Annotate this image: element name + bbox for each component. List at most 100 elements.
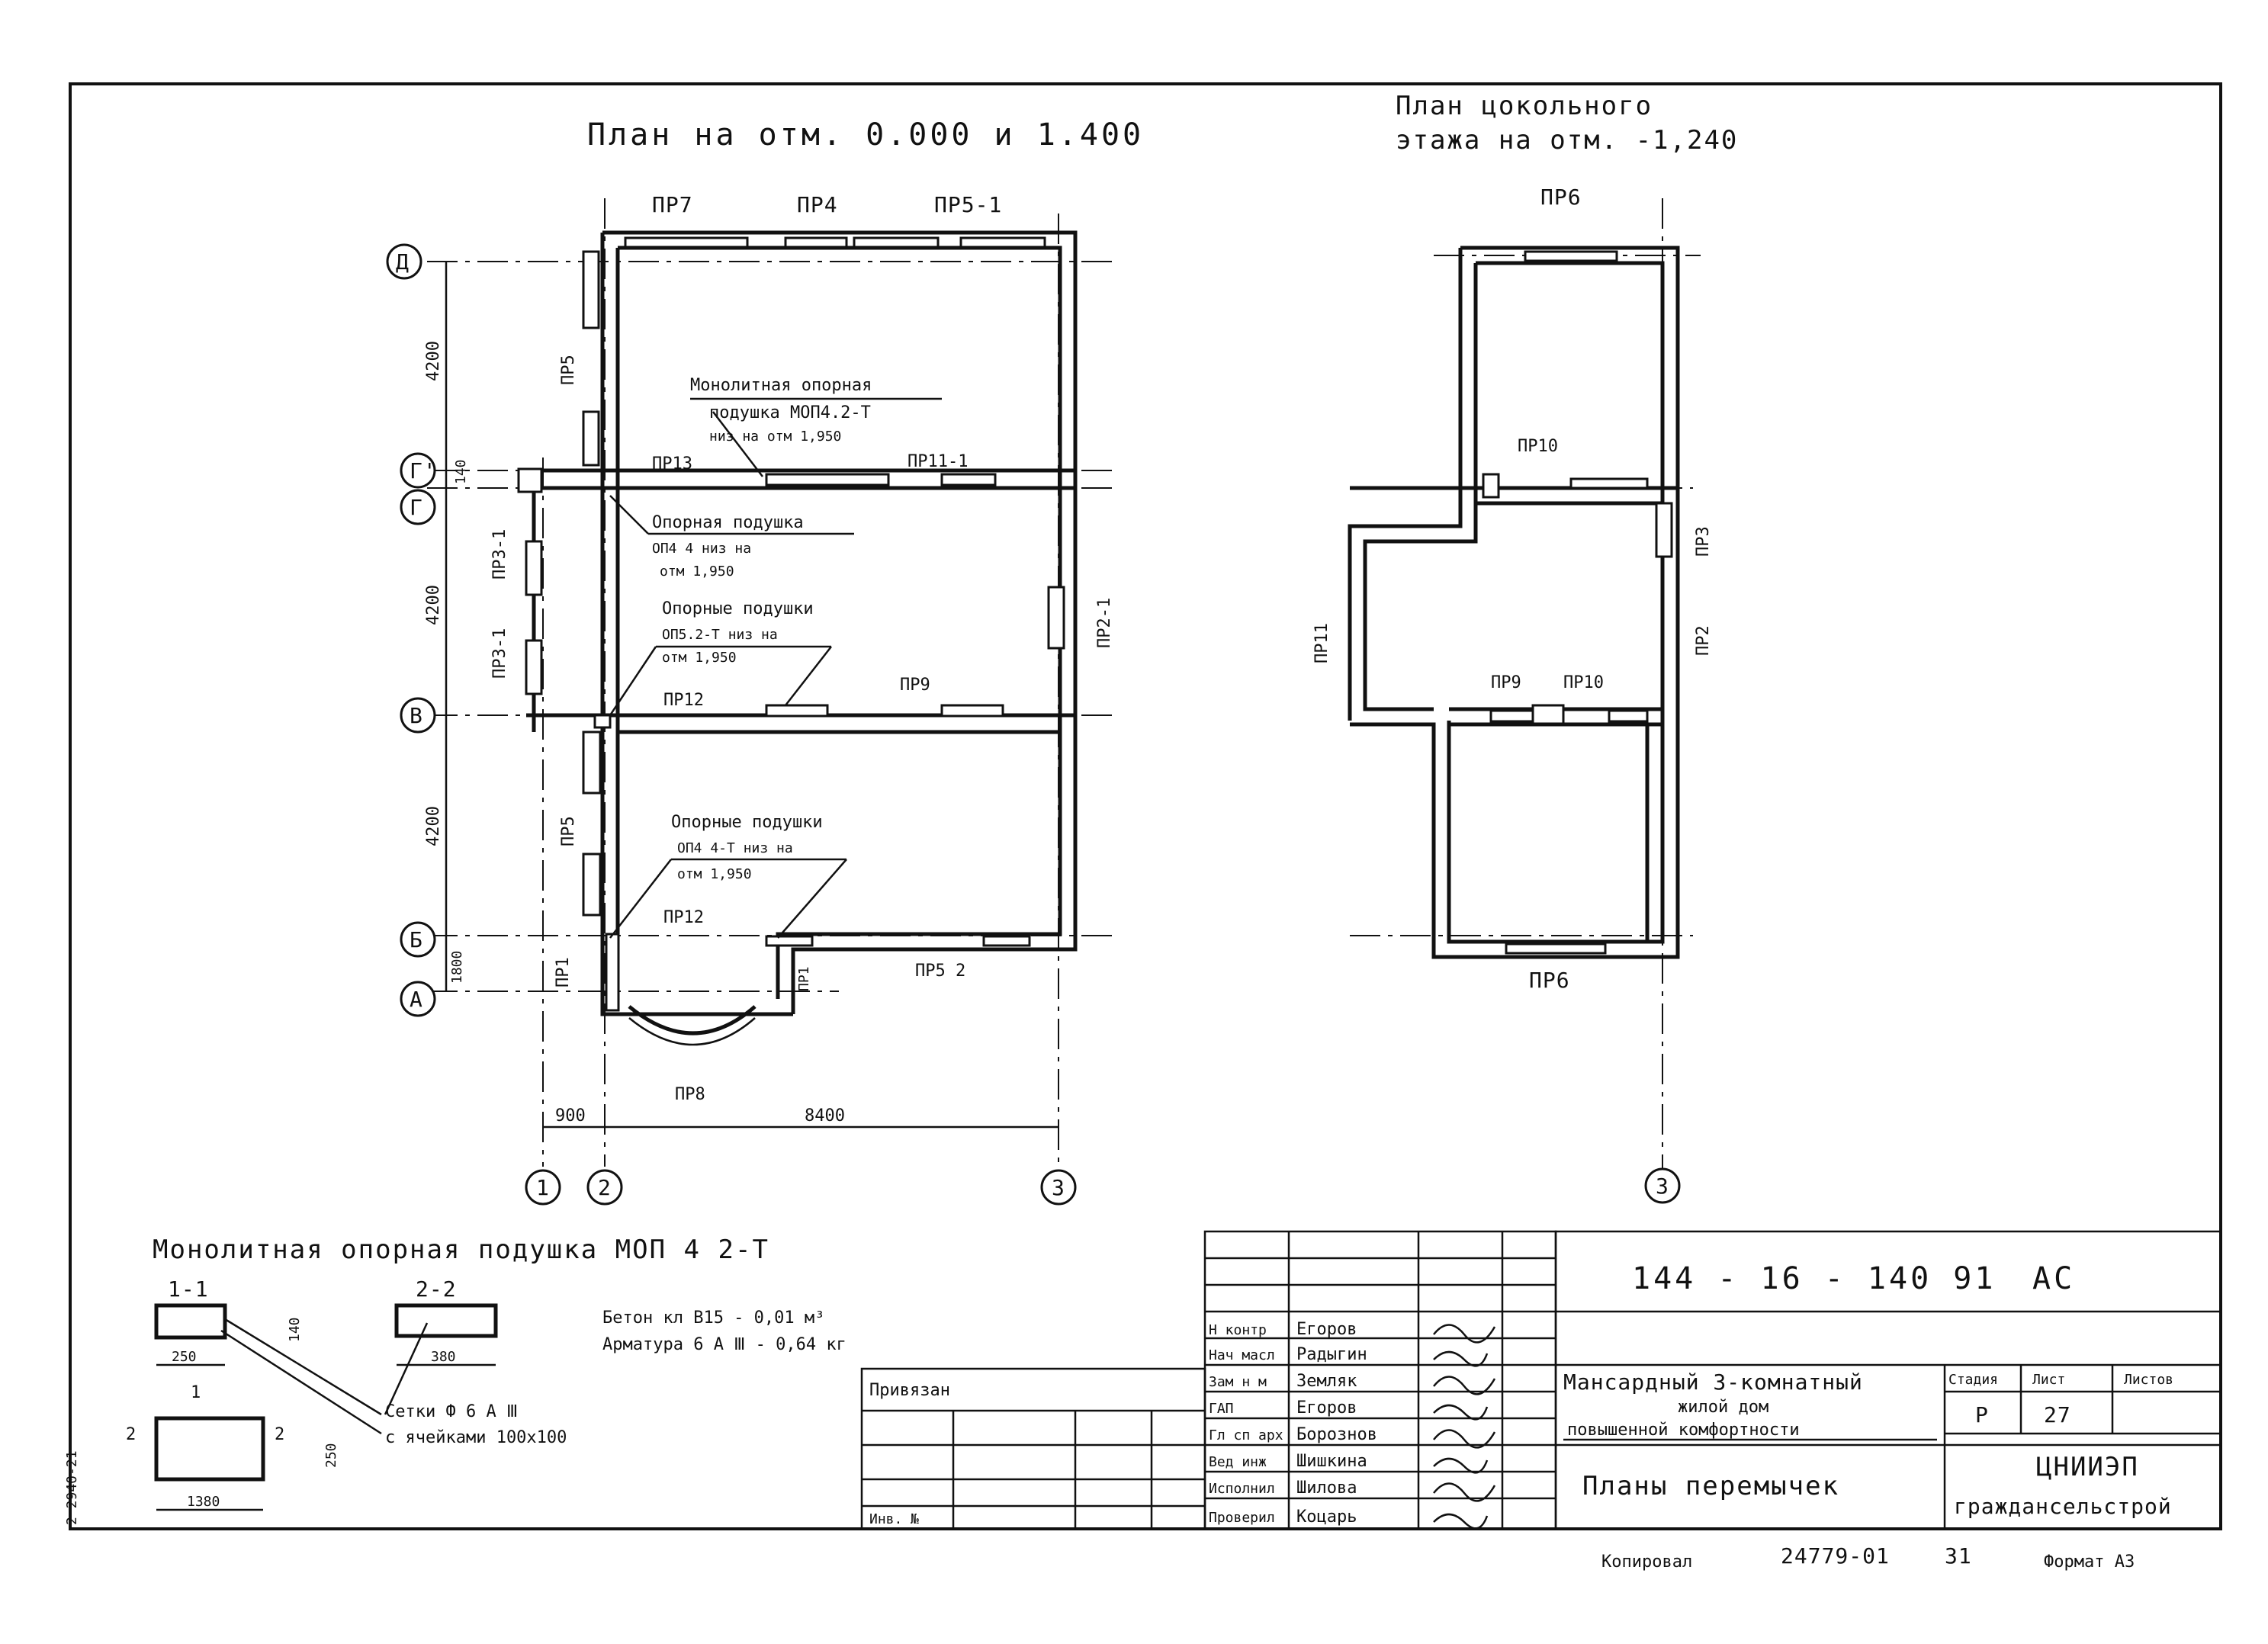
- axis-label-g: Г: [410, 495, 423, 520]
- label-pr1-b: ПР1: [796, 966, 812, 991]
- dim-4200-top: 4200: [424, 341, 443, 381]
- stamp-list-header: Лист: [2032, 1372, 2065, 1388]
- dim-1800: 1800: [449, 951, 465, 984]
- axis-label-3: 3: [1052, 1175, 1065, 1200]
- detail-mesh-line2: с ячейками 100х100: [385, 1428, 567, 1447]
- rlabel-pr3: ПР3: [1694, 526, 1713, 557]
- stamp-ac: АС: [2032, 1261, 2075, 1296]
- stamp-inv: Инв. №: [869, 1511, 919, 1527]
- stamp-name-7: Шилова: [1296, 1479, 1357, 1498]
- label-pr12-a: ПР12: [663, 691, 704, 710]
- stamp-role-1: Н контр: [1209, 1322, 1267, 1338]
- rlabel-pr10-b: ПР10: [1563, 673, 1604, 692]
- stamp-project-line1: Мансардный 3-комнатный: [1563, 1369, 1863, 1395]
- footer-format: Формат А3: [2044, 1552, 2135, 1572]
- axis-label-d: Д: [396, 249, 410, 275]
- axis-bubble-v: [400, 697, 436, 734]
- stamp-code: 144 - 16 - 140 91: [1632, 1261, 1996, 1296]
- right-axis-bubble-3: [1644, 1167, 1681, 1204]
- right-plan-walls: [1348, 246, 1680, 959]
- right-axis-label-3: 3: [1656, 1174, 1669, 1199]
- label-pr4: ПР4: [797, 192, 838, 217]
- axis-bubbles: Д Г' Г В Б А 1 2 3: [386, 243, 1077, 1206]
- bay-window-arc: [628, 1005, 757, 1036]
- stamp-role-2: Нач масл: [1209, 1347, 1275, 1363]
- detail-dim-250v: 250: [323, 1443, 339, 1468]
- note-mop-line1: Монолитная опорная: [690, 376, 872, 395]
- rlabel-pr10-a: ПР10: [1518, 437, 1558, 456]
- label-pr5-1: ПР5-1: [934, 192, 1002, 217]
- axis-bubble-a: [400, 981, 436, 1017]
- left-plan-lintels: [517, 236, 1065, 1012]
- dim-900: 900: [555, 1106, 586, 1125]
- note-op2-line2: ОП5.2-Т низ на: [662, 627, 778, 643]
- right-plan-labels: ПР6 ПР10 ПР11 ПР3 ПР2 ПР9 ПР10 ПР6: [1312, 185, 1713, 993]
- label-pr5-top: ПР5: [559, 355, 578, 385]
- dim-140: 140: [453, 459, 469, 484]
- footer-kopiroval: Копировал: [1601, 1552, 1692, 1572]
- stamp-stadiya: Р: [1975, 1402, 1989, 1427]
- note-mop-line2: подушка МОП4.2-Т: [709, 403, 871, 422]
- label-pr11-1: ПР11-1: [908, 452, 968, 471]
- label-pr7: ПР7: [652, 192, 693, 217]
- detail-concrete: Бетон кл В15 - 0,01 м³: [602, 1308, 824, 1328]
- stamp-role-3: Зам н м: [1209, 1374, 1267, 1390]
- detail-dim-1380: 1380: [187, 1494, 220, 1510]
- axis-label-b: Б: [410, 927, 423, 952]
- dim-8400: 8400: [805, 1106, 845, 1125]
- note-op2-line1: Опорные подушки: [662, 599, 814, 618]
- rlabel-pr6-bot: ПР6: [1529, 968, 1570, 993]
- note-op1-line2: ОП4 4 низ на: [652, 541, 751, 557]
- axis-label-2: 2: [598, 1175, 612, 1200]
- rlabel-pr9: ПР9: [1491, 673, 1521, 692]
- label-pr1: ПР1: [554, 957, 573, 987]
- stamp-privyazan: Привязан: [869, 1381, 950, 1400]
- note-mop-line3: низ на отм 1,950: [709, 429, 841, 445]
- stamp-sheet-title: Планы перемычек: [1582, 1471, 1839, 1501]
- left-plan-labels: ПР7 ПР4 ПР5-1 ПР5 ПР13 ПР11-1 ПР3-1 ПР3-…: [490, 192, 1114, 1104]
- axis-label-v: В: [410, 703, 423, 728]
- detail-dim-140: 140: [287, 1317, 303, 1342]
- axis-bubble-g1: [400, 452, 436, 489]
- stamp-role-4: ГАП: [1209, 1401, 1234, 1417]
- detail-section-1-1: 1-1: [168, 1276, 209, 1302]
- stamp-listov-header: Листов: [2124, 1372, 2173, 1388]
- stamp-org-line1: ЦНИИЭП: [2036, 1452, 2139, 1482]
- stamp-project-line3: повышенной комфортности: [1567, 1421, 1800, 1440]
- label-pr5-mid: ПР5: [559, 816, 578, 846]
- detail-mark-2-right: 2: [275, 1425, 284, 1444]
- left-plan: План на отм. 0.000 и 1.400 Д Г' Г: [386, 117, 1144, 1206]
- stamp-project-line2: жилой дом: [1678, 1398, 1768, 1417]
- note-op3-line1: Опорные подушки: [671, 813, 823, 832]
- axis-bubble-3: [1040, 1169, 1077, 1206]
- stamp-name-8: Коцарь: [1296, 1508, 1357, 1527]
- detail-mark-1: 1: [191, 1383, 201, 1402]
- detail-mop: Монолитная опорная подушка МОП 4 2-Т 1-1…: [126, 1235, 846, 1511]
- detail-dim-380: 380: [431, 1349, 456, 1365]
- axis-bubble-g: [400, 489, 436, 525]
- detail-mesh-line1: Сетки Ф 6 А Ⅲ: [385, 1402, 518, 1421]
- rlabel-pr11: ПР11: [1312, 623, 1332, 663]
- stamp-list: 27: [2044, 1402, 2071, 1427]
- stamp-name-3: Земляк: [1296, 1372, 1357, 1391]
- stamp-name-2: Радыгин: [1296, 1345, 1367, 1364]
- axis-bubble-d: [386, 243, 422, 280]
- stamp-name-5: Борознов: [1296, 1425, 1377, 1444]
- left-plan-title: План на отм. 0.000 и 1.400: [587, 117, 1144, 153]
- label-pr2-1: ПР2-1: [1095, 598, 1114, 648]
- axis-label-a: А: [410, 987, 423, 1012]
- stamp-role-6: Вед инж: [1209, 1454, 1267, 1470]
- right-plan-title-line2: этажа на отм. -1,240: [1396, 125, 1738, 156]
- note-op3-line2: ОП4 4-Т низ на: [677, 840, 793, 856]
- footer-margin-code: 2 2940-21: [64, 1450, 80, 1525]
- stamp-role-7: Исполнил: [1209, 1481, 1275, 1497]
- footer-sheet-no: 31: [1945, 1543, 1972, 1569]
- label-pr3-1-b: ПР3-1: [490, 628, 509, 679]
- axis-label-g1: Г': [410, 458, 437, 483]
- note-op1-line3: отм 1,950: [660, 564, 734, 580]
- stamp-name-6: Шишкина: [1296, 1452, 1367, 1471]
- title-block: Привязан Инв. № Н контр Нач масл Зам н м…: [860, 1230, 2222, 1530]
- right-plan: План цокольного этажа на отм. -1,240: [1312, 91, 1738, 1204]
- label-pr5-2: ПР5 2: [915, 962, 965, 981]
